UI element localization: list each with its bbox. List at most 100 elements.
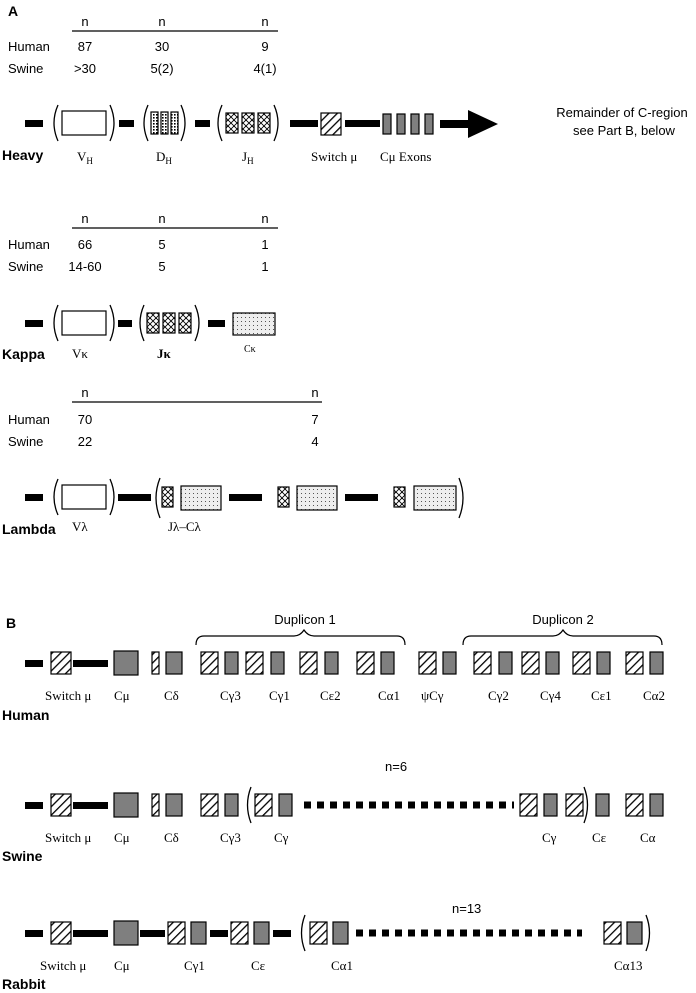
heavy-swine-d: 5(2) <box>150 61 173 76</box>
kappa-c-segment <box>232 312 276 336</box>
heavy-j-label: JH <box>242 149 254 166</box>
heavy-v-label-main: V <box>77 149 87 164</box>
heavy-j-segment <box>257 112 271 134</box>
kappa-j-bracket-right <box>194 304 200 342</box>
lambda-c-segment <box>296 485 338 511</box>
swine-label-switch: Switch μ <box>45 830 91 845</box>
swine-switch-region <box>200 793 219 817</box>
rabbit-switch-region <box>167 921 186 945</box>
swine-label-cgamma3: Cγ3 <box>220 830 241 845</box>
heavy-note-line1: Remainder of C-region <box>556 105 688 120</box>
swine-repeat-bracket-right <box>583 786 589 824</box>
human-cdelta-exon <box>165 651 183 675</box>
human-calpha2-exon <box>649 651 664 675</box>
human-switch-region <box>521 651 540 675</box>
lambda-v-bracket-left <box>53 478 59 516</box>
human-switch-region <box>356 651 375 675</box>
kappa-v-bracket-left <box>53 304 59 342</box>
rabbit-label-switch: Switch μ <box>40 958 86 973</box>
swine-switch-mu <box>50 793 72 817</box>
lambda-spacer-3 <box>229 494 262 501</box>
heavy-arrow-head <box>468 110 498 138</box>
human-psi-cgamma-exon <box>442 651 457 675</box>
heavy-d-bracket-right <box>180 104 186 142</box>
heavy-j-segment <box>241 112 255 134</box>
rabbit-label-calpha1: Cα1 <box>331 958 353 973</box>
lambda-j-segment <box>161 486 174 508</box>
heavy-row-human-label: Human <box>8 39 50 54</box>
rabbit-switch-region <box>309 921 328 945</box>
heavy-human-j: 9 <box>261 39 268 54</box>
heavy-arrow-shaft <box>440 120 470 128</box>
heavy-j-bracket-right <box>273 104 279 142</box>
heavy-d-bracket-left <box>143 104 149 142</box>
heavy-j-label-sub: H <box>247 156 254 166</box>
swine-cepsilon-exon <box>595 793 610 817</box>
swine-cgamma-exon <box>278 793 293 817</box>
human-switch-region <box>473 651 492 675</box>
swine-spacer <box>73 802 108 809</box>
human-switch-region <box>572 651 591 675</box>
lambda-c-segment <box>180 485 222 511</box>
heavy-v-label: VH <box>77 149 93 166</box>
human-label-cepsilon2: Cε2 <box>320 688 341 703</box>
lambda-v-segment <box>61 484 107 510</box>
heavy-spacer-5 <box>345 120 380 127</box>
lambda-v-bracket-right <box>109 478 115 516</box>
human-switch-region <box>299 651 318 675</box>
swine-cgamma-exon <box>543 793 558 817</box>
rabbit-label-calpha13: Cα13 <box>614 958 642 973</box>
heavy-count-table: n n n Human 87 30 9 Swine >30 5(2) 4(1) <box>8 14 278 76</box>
human-cepsilon1-exon <box>596 651 611 675</box>
swine-species-label: Swine <box>2 848 43 864</box>
lambda-count-table: n n Human 70 7 Swine 22 4 <box>8 385 322 449</box>
swine-constant-region: n=6 Switch μ Cμ Cδ Cγ3 Cγ Cγ Cε Cα Swine <box>2 759 664 864</box>
rabbit-label-cepsilon: Cε <box>251 958 266 973</box>
kappa-header-j: n <box>158 211 165 226</box>
kappa-j-label: Jκ <box>157 346 172 361</box>
lambda-v-label: Vλ <box>72 519 88 534</box>
heavy-human-d: 30 <box>155 39 169 54</box>
kappa-v-segment <box>61 310 107 336</box>
heavy-cmu-exon <box>424 113 434 135</box>
duplicon-2-label: Duplicon 2 <box>532 612 593 627</box>
rabbit-repeat-bracket-right <box>645 914 651 952</box>
kappa-count-table: n n n Human 66 5 1 Swine 14-60 5 1 <box>8 211 278 274</box>
swine-count-label: n=6 <box>385 759 407 774</box>
duplicon-1-brace <box>195 628 406 646</box>
heavy-j-label-main: J <box>242 149 247 164</box>
panel-b-label: B <box>6 615 16 631</box>
human-switch-mu <box>50 651 72 675</box>
duplicon-1-label: Duplicon 1 <box>274 612 335 627</box>
heavy-j-bracket-left <box>217 104 223 142</box>
rabbit-species-label: Rabbit <box>2 976 46 992</box>
human-cepsilon2-exon <box>324 651 339 675</box>
human-label-calpha2: Cα2 <box>643 688 665 703</box>
lambda-swine-v: 22 <box>78 434 92 449</box>
swine-label-cgamma: Cγ <box>274 830 289 845</box>
rabbit-spacer <box>140 930 165 937</box>
rabbit-spacer <box>210 930 228 937</box>
heavy-human-v: 87 <box>78 39 92 54</box>
swine-label-cdelta: Cδ <box>164 830 179 845</box>
panel-a-label: A <box>8 3 18 19</box>
human-label-cdelta: Cδ <box>164 688 179 703</box>
heavy-swine-j: 4(1) <box>253 61 276 76</box>
rabbit-switch-region <box>603 921 622 945</box>
human-label-cgamma4: Cγ4 <box>540 688 561 703</box>
swine-switch-region <box>625 793 644 817</box>
lambda-j-segment <box>393 486 406 508</box>
lambda-jc-label: Jλ–Cλ <box>168 519 202 534</box>
swine-switch-region <box>565 793 584 817</box>
lambda-swine-jc: 4 <box>311 434 318 449</box>
lambda-header-v: n <box>81 385 88 400</box>
heavy-v-segment <box>61 110 107 136</box>
kappa-swine-j: 5 <box>158 259 165 274</box>
lambda-j-segment <box>277 486 290 508</box>
human-calpha1-exon <box>380 651 395 675</box>
heavy-d-label: DH <box>156 149 172 166</box>
human-spacer <box>25 660 43 667</box>
kappa-v-label: Vκ <box>72 346 88 361</box>
kappa-chain-locus: Kappa Vκ Jκ Cκ <box>2 304 276 362</box>
